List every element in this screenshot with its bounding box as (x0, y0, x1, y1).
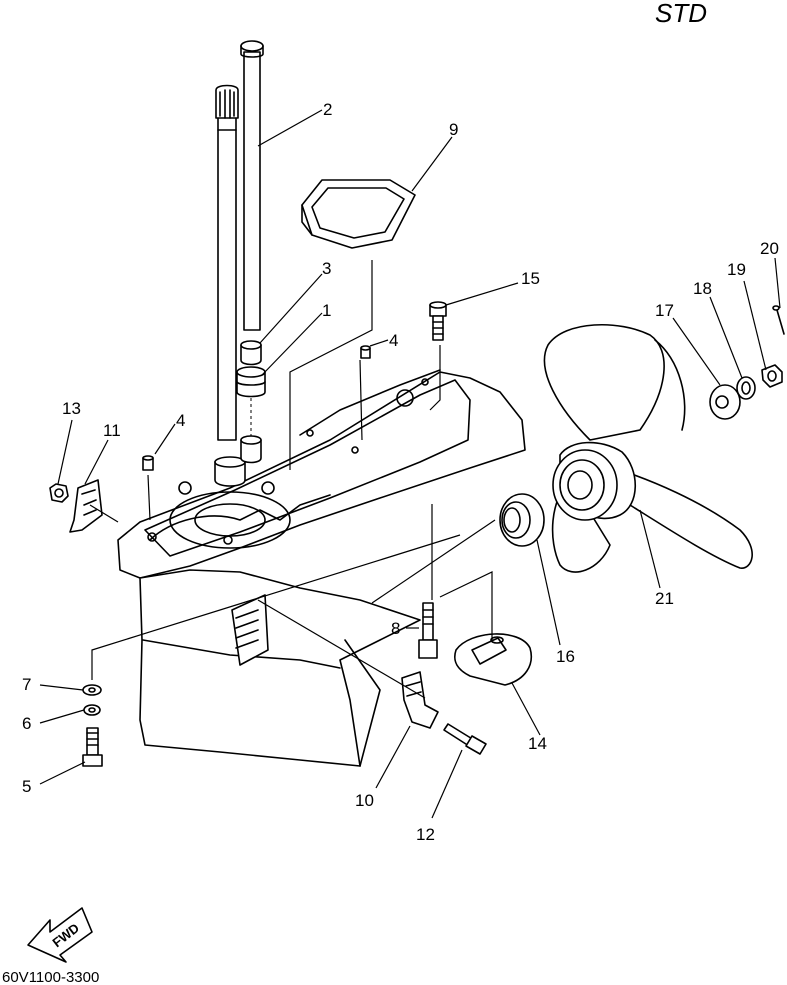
diagram-title: STD (655, 0, 707, 28)
bolt-15 (429, 301, 447, 341)
dowel-pin-right (360, 345, 371, 359)
washer-7 (82, 684, 102, 696)
callout-7: 7 (22, 675, 31, 694)
callout-21: 21 (655, 589, 674, 608)
leader-lines (39, 109, 781, 819)
callout-15: 15 (521, 269, 540, 288)
nut-19 (761, 364, 783, 388)
shift-rod-bushing (240, 435, 262, 464)
callout-8: 8 (391, 619, 400, 638)
callout-12: 12 (416, 825, 435, 844)
bolt-12 (443, 723, 487, 755)
callout-16: 16 (556, 647, 575, 666)
dowel-pin-left (142, 455, 154, 471)
callout-10: 10 (355, 791, 374, 810)
cotter-pin-20 (772, 305, 785, 335)
callout-4-left: 4 (176, 411, 185, 430)
callout-20: 20 (760, 239, 779, 258)
callout-6: 6 (22, 714, 31, 733)
bracket-11 (69, 479, 103, 533)
callout-17: 17 (655, 301, 674, 320)
gasket (301, 179, 416, 249)
callout-18: 18 (693, 279, 712, 298)
callout-14: 14 (528, 734, 547, 753)
bolt-5 (82, 727, 103, 767)
propeller-21 (543, 323, 753, 573)
callout-11: 11 (103, 421, 121, 440)
drive-shaft (215, 84, 239, 441)
washer-6 (83, 704, 101, 716)
grommet (236, 366, 266, 398)
callout-9: 9 (449, 120, 458, 139)
shift-rod (240, 40, 264, 331)
nut-13 (49, 483, 69, 503)
callout-19: 19 (727, 260, 746, 279)
callout-4-right: 4 (389, 331, 398, 350)
callout-2: 2 (323, 100, 332, 119)
oil-seal (240, 340, 262, 366)
anode-14 (454, 633, 532, 686)
lower-casing (117, 369, 526, 767)
spacer-17 (709, 384, 741, 420)
fwd-direction-arrow: FWD (27, 907, 93, 963)
callout-1: 1 (322, 301, 331, 320)
callout-13: 13 (62, 399, 81, 418)
spacer-16 (499, 493, 545, 547)
trim-tab-10 (401, 671, 439, 729)
bolt-8 (418, 602, 438, 659)
callout-5: 5 (22, 777, 31, 796)
callout-labels: 2 9 3 1 4 4 15 13 11 7 6 5 8 10 12 14 16… (22, 100, 779, 844)
figure-code: 60V1100-3300 (2, 969, 99, 985)
washer-18 (736, 376, 756, 400)
callout-3: 3 (322, 259, 331, 278)
